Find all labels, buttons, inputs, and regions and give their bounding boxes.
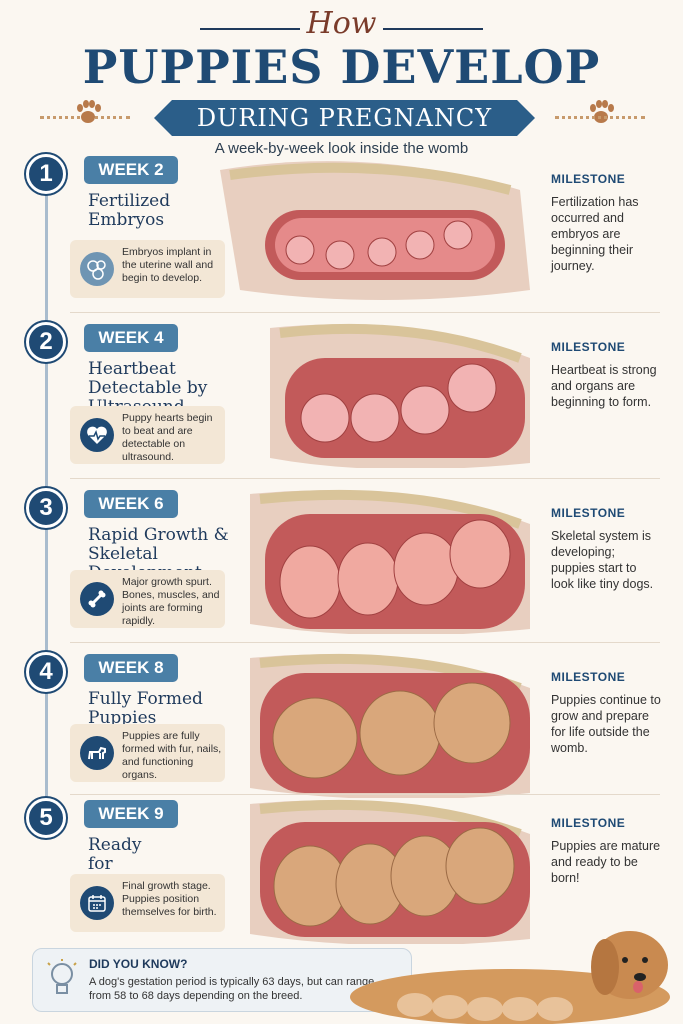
lightbulb-icon [47, 959, 77, 994]
week-note: Embryos implant in the uterine wall and … [70, 240, 225, 298]
subtitle-ribbon: DURING PREGNANCY [154, 100, 535, 136]
did-you-know-text: A dog's gestation period is typically 63… [89, 976, 375, 1002]
milestone-label: MILESTONE [551, 340, 626, 354]
milestone-label: MILESTONE [551, 506, 626, 520]
week-note-text: Puppy hearts begin to beat and are detec… [122, 412, 213, 463]
divider [70, 312, 660, 313]
week-note-text: Puppies are fully formed with fur, nails… [122, 730, 222, 781]
week-label: WEEK 8 [84, 654, 178, 682]
week-note: Puppy hearts begin to beat and are detec… [70, 406, 225, 464]
milestone-text: Puppies continue to grow and prepare for… [551, 693, 661, 755]
mother-dog-illustration [350, 931, 670, 1024]
milestone-text: Fertilization has occurred and embryos a… [551, 195, 639, 273]
cells-icon [80, 252, 114, 286]
milestone-label: MILESTONE [551, 816, 626, 830]
uterus-illustration [250, 653, 530, 798]
week-heading: Fertilized Embryos [88, 191, 171, 230]
week-label: WEEK 9 [84, 800, 178, 828]
divider [70, 478, 660, 479]
milestone-text: Puppies are mature and ready to be born! [551, 839, 661, 885]
did-you-know-label: DID YOU KNOW? [89, 957, 188, 971]
week-note-text: Embryos implant in the uterine wall and … [122, 246, 214, 284]
uterus-illustration [250, 489, 530, 634]
week-label: WEEK 2 [84, 156, 178, 184]
week-section-1: 1 WEEK 2 Fertilized Embryos Embryos impl… [0, 150, 683, 310]
milestone-label: MILESTONE [551, 172, 626, 186]
week-section-4: 4 WEEK 8 Fully Formed Puppies Puppies ar… [0, 648, 683, 808]
week-note: Puppies are fully formed with fur, nails… [70, 724, 225, 782]
milestone-label: MILESTONE [551, 670, 626, 684]
step-number: 5 [26, 798, 66, 838]
subtitle: A week-by-week look inside the womb [214, 140, 469, 157]
title-how: How [306, 6, 377, 41]
week-section-3: 3 WEEK 6 Rapid Growth & Skeletal Develop… [0, 484, 683, 644]
calendar-icon [80, 886, 114, 920]
uterus-illustration [220, 161, 530, 300]
dog-icon [80, 736, 114, 770]
step-number: 2 [26, 322, 66, 362]
week-label: WEEK 4 [84, 324, 178, 352]
step-number: 3 [26, 488, 66, 528]
paw-icon [77, 100, 101, 123]
milestone-text: Heartbeat is strong and organs are begin… [551, 363, 657, 409]
step-number: 4 [26, 652, 66, 692]
page-title: PUPPIES DEVELOP [82, 40, 601, 94]
week-note-text: Final growth stage. Puppies position the… [122, 880, 217, 918]
divider [70, 642, 660, 643]
title-rule-left [200, 28, 300, 30]
milestone-text: Skeletal system is developing; puppies s… [551, 529, 654, 591]
header: How PUPPIES DEVELOP DURING PREGNANCY A w… [0, 0, 683, 160]
week-label: WEEK 6 [84, 490, 178, 518]
week-note: Final growth stage. Puppies position the… [70, 874, 225, 932]
step-number: 1 [26, 154, 66, 194]
heartbeat-icon [80, 418, 114, 452]
paw-icon [590, 100, 614, 123]
uterus-illustration [270, 323, 530, 468]
divider [70, 794, 660, 795]
dotted-rule-right [555, 116, 645, 119]
bone-icon [80, 582, 114, 616]
week-section-2: 2 WEEK 4 Heartbeat Detectable by Ultraso… [0, 318, 683, 478]
week-note-text: Major growth spurt. Bones, muscles, and … [122, 576, 220, 627]
uterus-illustration [250, 799, 530, 944]
week-section-5: 5 WEEK 9 Ready for Birth Final growth st… [0, 794, 683, 954]
title-rule-right [383, 28, 483, 30]
week-note: Major growth spurt. Bones, muscles, and … [70, 570, 225, 628]
week-heading: Fully Formed Puppies [88, 689, 203, 728]
